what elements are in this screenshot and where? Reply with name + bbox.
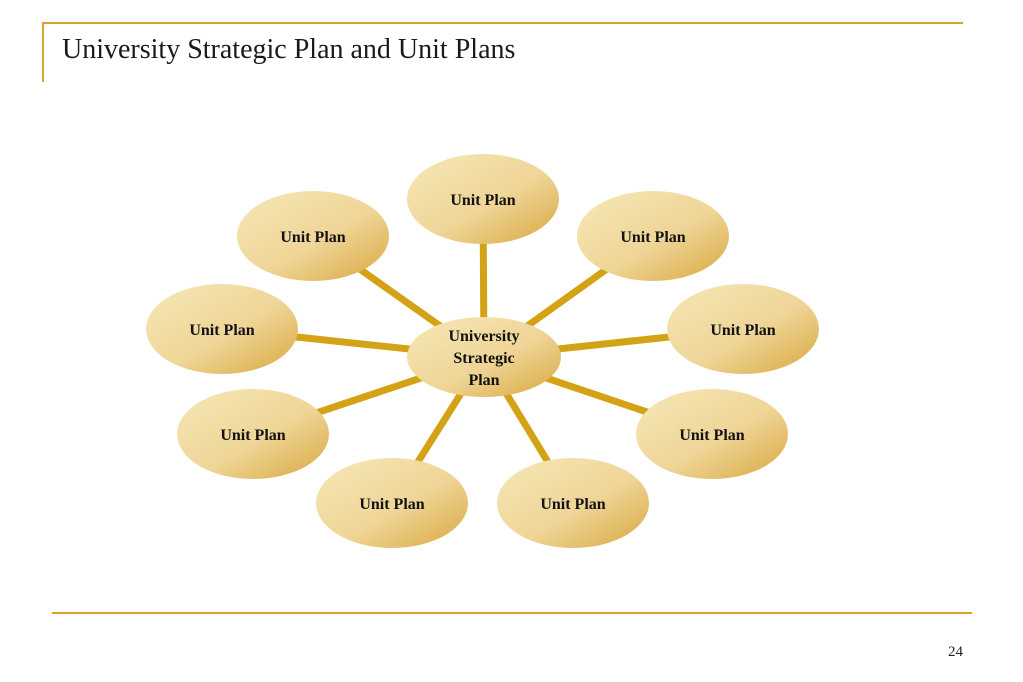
center-label-line: Strategic: [453, 350, 514, 367]
slide-title: University Strategic Plan and Unit Plans: [62, 34, 516, 65]
unit-plan-node: Unit Plan: [407, 154, 559, 244]
unit-plan-node: Unit Plan: [237, 191, 389, 281]
unit-plan-label: Unit Plan: [450, 192, 515, 209]
page-number: 24: [948, 644, 963, 660]
title-top-rule: [42, 22, 963, 24]
unit-plan-ellipse: [146, 284, 298, 374]
unit-plan-label: Unit Plan: [220, 427, 285, 444]
unit-plan-node: Unit Plan: [316, 458, 468, 548]
unit-plan-label: Unit Plan: [359, 496, 424, 513]
unit-plan-label: Unit Plan: [620, 229, 685, 246]
unit-plan-ellipse: [577, 191, 729, 281]
title-side-rule: [42, 22, 44, 82]
unit-plan-label: Unit Plan: [540, 496, 605, 513]
center-ellipse: [407, 317, 561, 397]
unit-plan-ellipse: [636, 389, 788, 479]
unit-plan-ellipse: [667, 284, 819, 374]
unit-plan-ellipse: [407, 154, 559, 244]
unit-plan-node: Unit Plan: [177, 389, 329, 479]
unit-plan-node: Unit Plan: [636, 389, 788, 479]
unit-plan-label: Unit Plan: [189, 322, 254, 339]
unit-plan-label: Unit Plan: [679, 427, 744, 444]
unit-plan-node: Unit Plan: [667, 284, 819, 374]
unit-plan-ellipse: [237, 191, 389, 281]
center-label-line: Plan: [468, 372, 499, 389]
unit-plan-node: Unit Plan: [497, 458, 649, 548]
unit-plan-node: Unit Plan: [146, 284, 298, 374]
unit-plan-ellipse: [177, 389, 329, 479]
center-label-line: University: [448, 328, 519, 345]
unit-plan-ellipse: [316, 458, 468, 548]
footer-rule: [52, 612, 972, 614]
unit-plan-label: Unit Plan: [710, 322, 775, 339]
unit-plan-label: Unit Plan: [280, 229, 345, 246]
unit-plan-node: Unit Plan: [577, 191, 729, 281]
unit-plan-ellipse: [497, 458, 649, 548]
